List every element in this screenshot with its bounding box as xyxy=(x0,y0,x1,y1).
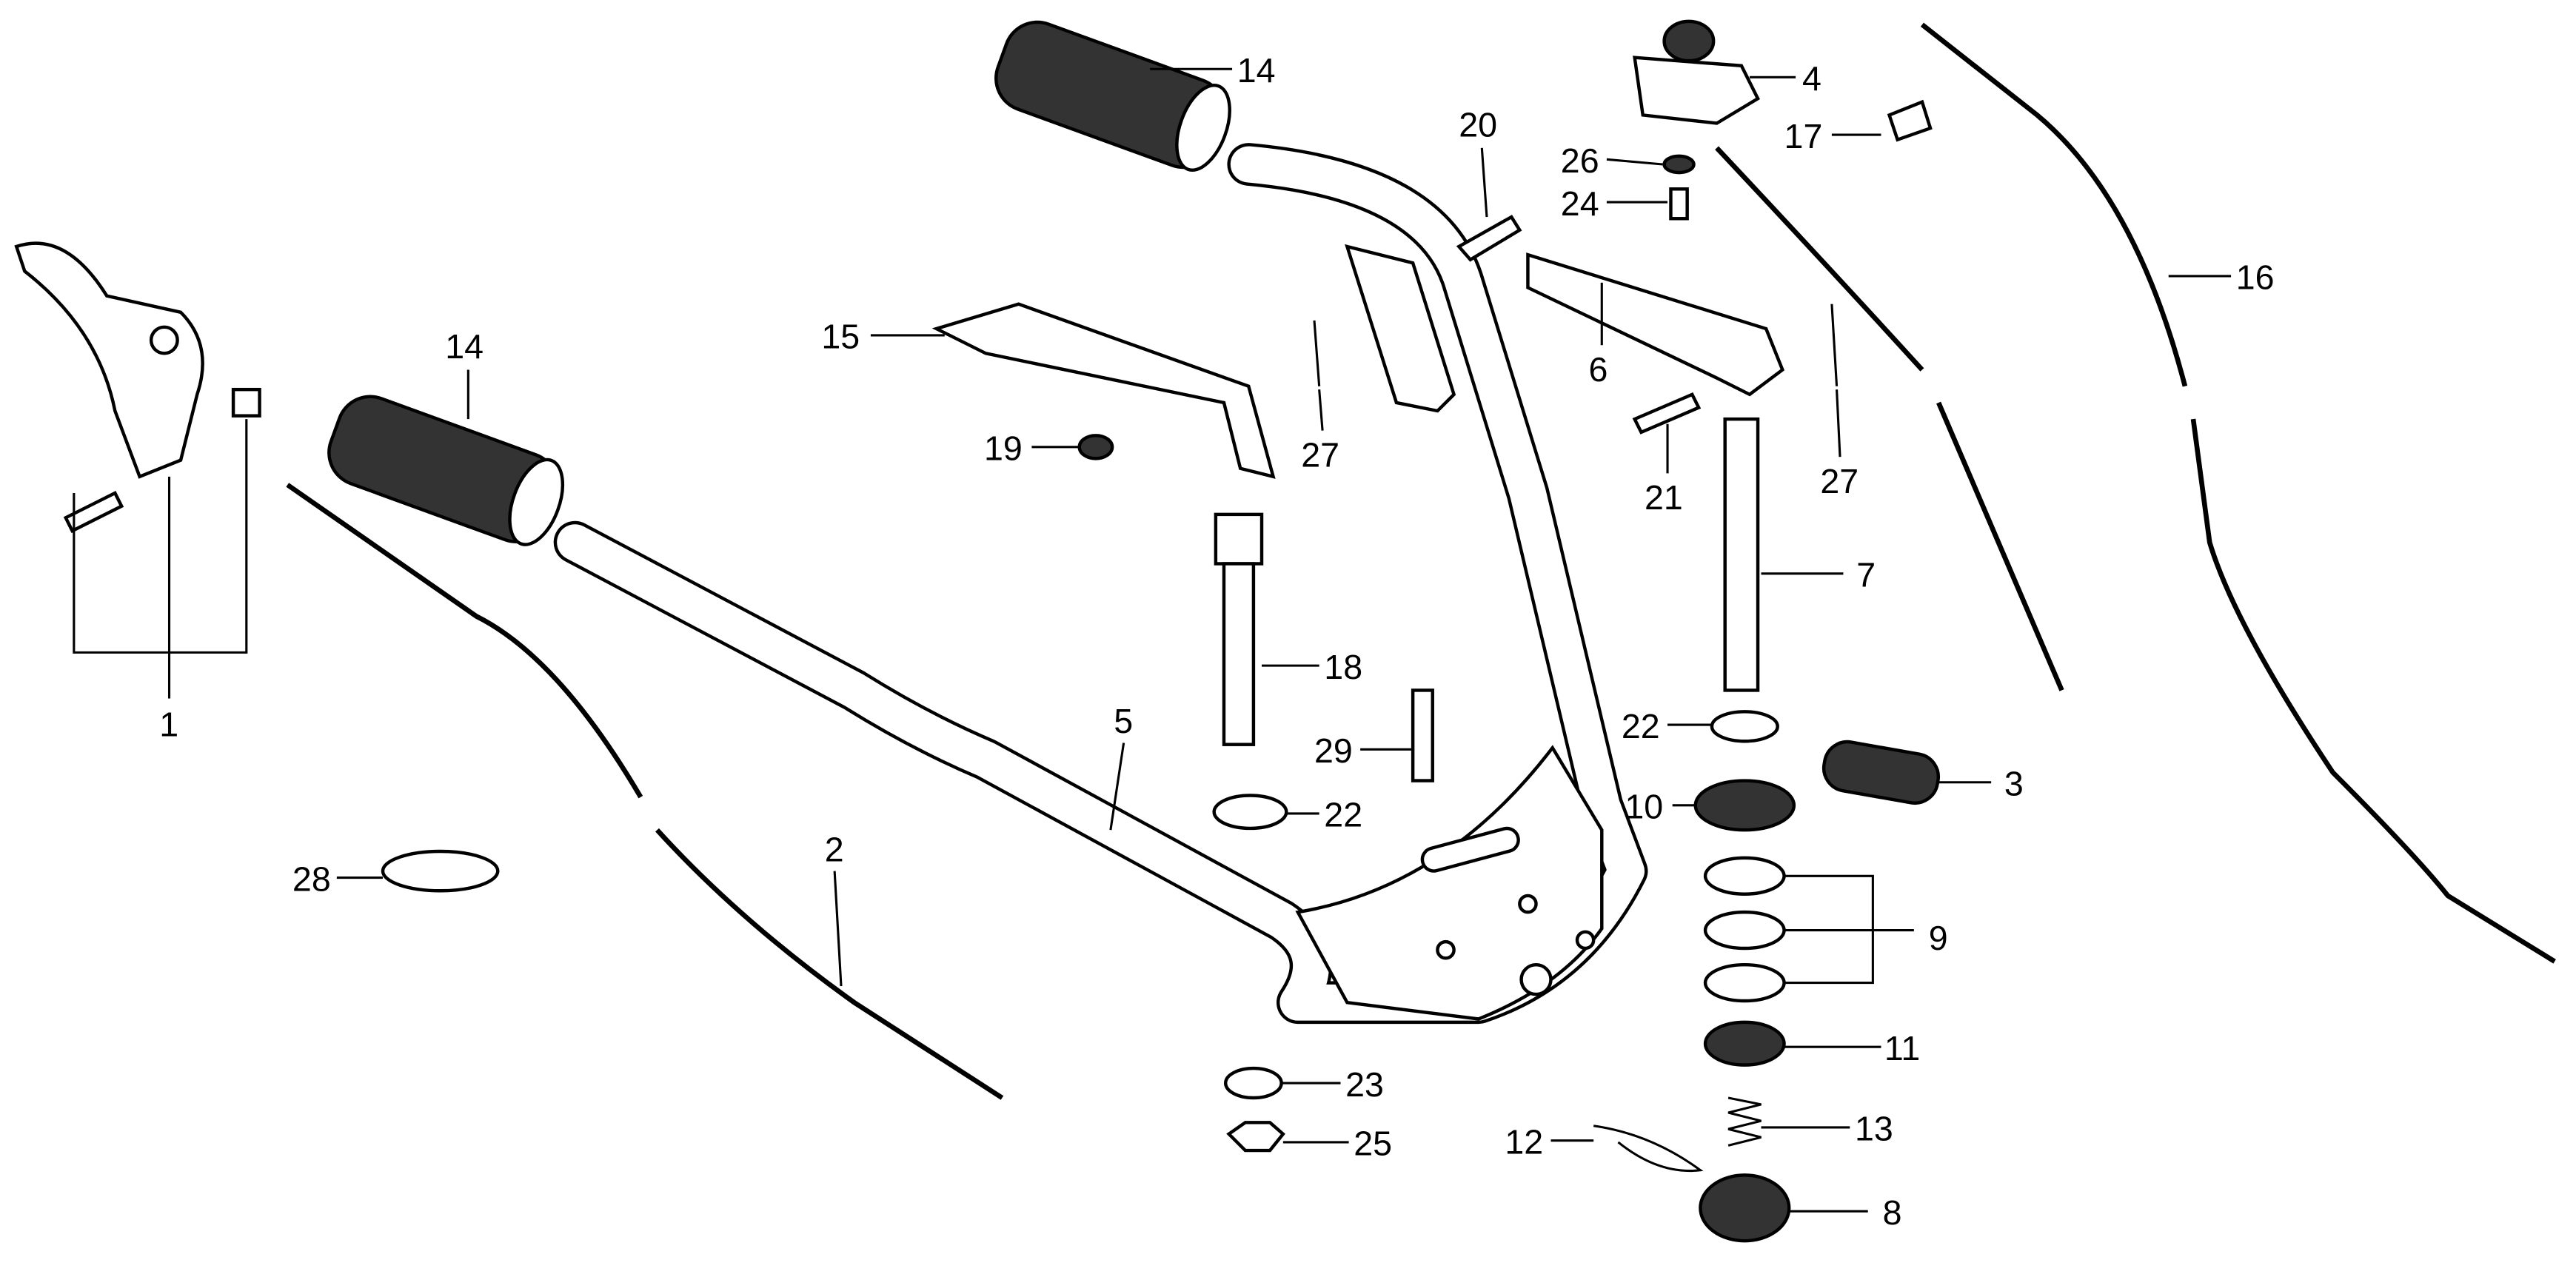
callout-14-lower: 14 xyxy=(445,327,484,366)
shaft-part-7 xyxy=(1723,417,1760,692)
bolt-part-18 xyxy=(1214,512,1264,746)
bolt-part-29 xyxy=(1411,688,1434,782)
callout-29: 29 xyxy=(1314,731,1353,770)
spring-part-13 xyxy=(1727,1096,1762,1147)
callout-27: 27 xyxy=(1301,435,1339,474)
callout-26: 26 xyxy=(1561,141,1599,180)
cotter-pin-part-27-b xyxy=(1830,304,1839,386)
callout-22-lower: 22 xyxy=(1324,796,1362,834)
handlebar-part-5 xyxy=(553,143,1648,1025)
callout-19: 19 xyxy=(984,429,1023,468)
callout-10: 10 xyxy=(1625,788,1663,826)
callout-15: 15 xyxy=(821,318,860,356)
choke-cable-part-16 xyxy=(1920,22,2556,964)
washer-part-22-a xyxy=(1710,710,1779,743)
clamp-part-28 xyxy=(381,849,500,893)
callout-3: 3 xyxy=(2004,765,2024,803)
grip-part-14-upper xyxy=(994,20,1231,172)
grommet-part-19 xyxy=(1077,434,1114,460)
collar-part-23 xyxy=(1223,1066,1283,1100)
grommet-part-3 xyxy=(1821,740,1941,805)
lever-part-15 xyxy=(931,302,1276,479)
cotter-pin-part-27-a xyxy=(1313,320,1321,386)
callout-23: 23 xyxy=(1345,1065,1384,1104)
callout-25: 25 xyxy=(1354,1125,1392,1163)
bracket-part-6 xyxy=(1526,252,1785,397)
damper-part-10 xyxy=(1693,779,1796,832)
bolt-part-24 xyxy=(1669,187,1689,221)
callout-2: 2 xyxy=(825,830,844,868)
throttle-lever-part-1 xyxy=(14,241,261,534)
washer-part-9-a xyxy=(1703,856,1786,896)
callout-22: 22 xyxy=(1622,707,1660,745)
callout-20: 20 xyxy=(1459,105,1497,144)
washer-part-26 xyxy=(1662,154,1696,175)
callout-13: 13 xyxy=(1855,1110,1893,1148)
callout-24: 24 xyxy=(1561,184,1599,223)
callout-16: 16 xyxy=(2236,258,2275,297)
damper-part-11 xyxy=(1703,1020,1786,1067)
washer-part-22-b xyxy=(1212,794,1288,831)
pin-part-20 xyxy=(1456,215,1522,262)
callout-4: 4 xyxy=(1802,59,1821,98)
callout-28: 28 xyxy=(292,859,331,898)
callout-14: 14 xyxy=(1237,51,1276,90)
choke-knob-part-4 xyxy=(1633,19,1760,125)
knob-part-8 xyxy=(1699,1173,1791,1243)
callout-21: 21 xyxy=(1645,478,1683,517)
callout-12: 12 xyxy=(1505,1122,1543,1161)
clip-part-17 xyxy=(1887,99,1933,142)
callout-11: 11 xyxy=(1884,1029,1920,1067)
callout-7: 7 xyxy=(1856,556,1876,594)
callout-9: 9 xyxy=(1929,919,1948,957)
callout-27-right: 27 xyxy=(1820,462,1859,500)
callout-8: 8 xyxy=(1883,1193,1902,1232)
callout-17: 17 xyxy=(1784,117,1823,155)
nut-part-25 xyxy=(1226,1121,1285,1153)
washer-part-9-b xyxy=(1703,910,1786,951)
callout-6: 6 xyxy=(1589,350,1608,389)
throttle-cable-part-2 xyxy=(286,483,1004,1100)
grip-part-14-lower xyxy=(327,395,565,546)
cable-from-part-4 xyxy=(1715,146,2064,691)
clip-part-12 xyxy=(1593,1125,1704,1173)
callout-1: 1 xyxy=(159,705,178,744)
pin-part-21 xyxy=(1632,392,1702,435)
leader-lines xyxy=(73,67,2232,1213)
washer-part-9-c xyxy=(1703,962,1786,1003)
callout-18: 18 xyxy=(1324,648,1362,686)
callout-labels: 14 4 17 26 24 20 16 15 6 14 19 27 27 21 … xyxy=(159,51,2274,1232)
callout-5: 5 xyxy=(1114,702,1133,740)
